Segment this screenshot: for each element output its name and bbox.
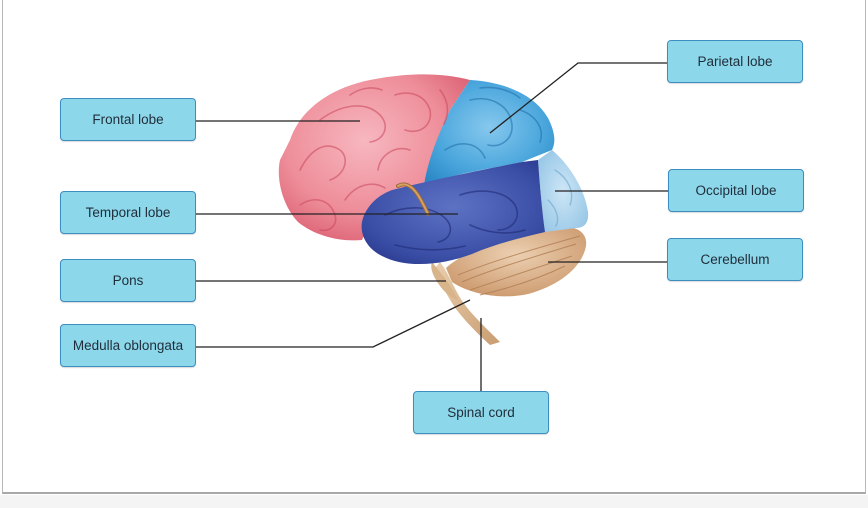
label-cerebellum[interactable]: Cerebellum bbox=[667, 238, 803, 281]
leader-parietal-lobe bbox=[489, 62, 668, 134]
label-medulla-oblongata[interactable]: Medulla oblongata bbox=[60, 324, 196, 367]
leader-lines bbox=[196, 62, 668, 391]
occipital-gyri bbox=[547, 169, 573, 227]
bottom-margin bbox=[0, 495, 868, 508]
cerebellum-folia bbox=[457, 235, 581, 296]
temporal-lobe-shape bbox=[361, 160, 545, 265]
label-parietal-lobe[interactable]: Parietal lobe bbox=[667, 40, 803, 83]
frontal-gyri bbox=[299, 87, 449, 232]
label-occipital-lobe[interactable]: Occipital lobe bbox=[668, 169, 804, 212]
brainstem-shape bbox=[435, 262, 500, 345]
leader-medulla-oblongata bbox=[196, 299, 471, 348]
label-pons[interactable]: Pons bbox=[60, 259, 196, 302]
label-spinal-cord[interactable]: Spinal cord bbox=[413, 391, 549, 434]
label-frontal-lobe[interactable]: Frontal lobe bbox=[60, 98, 196, 141]
label-temporal-lobe[interactable]: Temporal lobe bbox=[60, 191, 196, 234]
temporal-gyri bbox=[384, 190, 526, 251]
parietal-gyri bbox=[444, 86, 542, 159]
parietal-lobe-shape bbox=[424, 80, 555, 185]
